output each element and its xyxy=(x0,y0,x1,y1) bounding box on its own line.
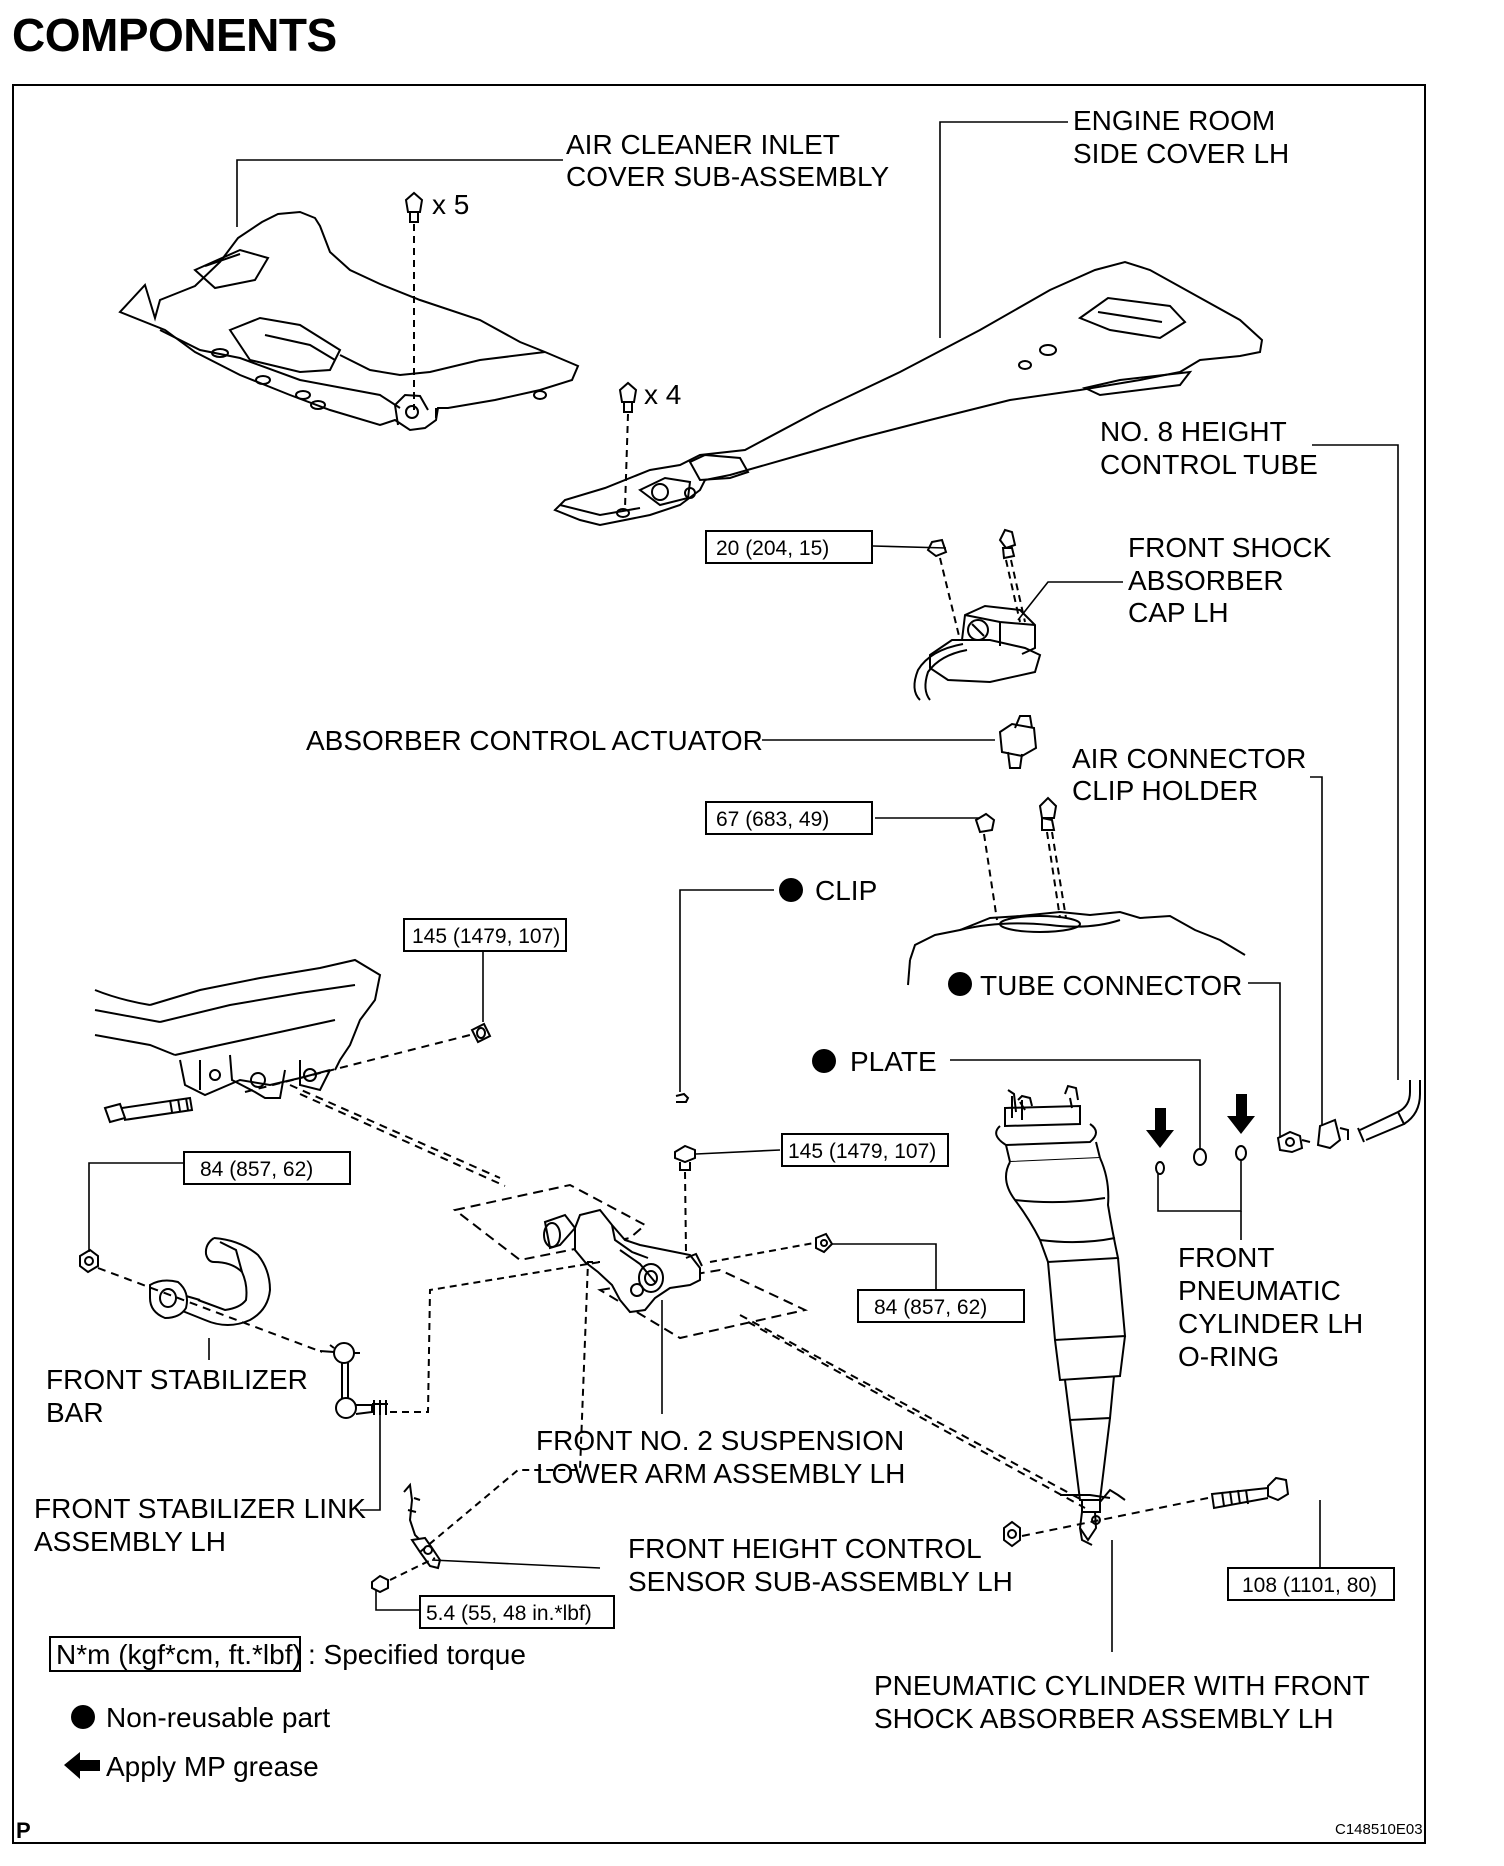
absorber-actuator-drawing xyxy=(998,715,1038,769)
label-height-tube-2: CONTROL TUBE xyxy=(1100,449,1318,480)
torque-stabilizer-nut: 84 (857, 62) xyxy=(200,1158,313,1181)
stabilizer-nut-icon xyxy=(79,1248,99,1274)
lower-arm-drawing xyxy=(452,1183,809,1340)
label-stabilizer-bar-1: FRONT STABILIZER xyxy=(46,1364,308,1395)
o-ring-2-icon xyxy=(1235,1145,1247,1161)
label-o-ring-2: PNEUMATIC xyxy=(1178,1275,1341,1306)
air-connector-clip-drawing xyxy=(1316,1118,1349,1150)
clip-x5-icon xyxy=(404,191,424,223)
crossmember-nut-icon xyxy=(470,1022,492,1044)
actuator-nut-icon xyxy=(974,796,1058,834)
o-ring-1-icon xyxy=(1155,1161,1165,1175)
pneumatic-cylinder-drawing xyxy=(995,1084,1127,1546)
plate-ring-icon xyxy=(1193,1148,1207,1166)
cap-nut-icon xyxy=(926,528,1017,560)
label-lower-arm-1: FRONT NO. 2 SUSPENSION xyxy=(536,1425,904,1456)
label-stabilizer-bar-2: BAR xyxy=(46,1397,104,1428)
height-sensor-drawing xyxy=(403,1482,442,1570)
torque-boxes xyxy=(49,530,1395,1672)
torque-lower-arm-nut: 145 (1479, 107) xyxy=(788,1140,936,1163)
label-tube-connector: TUBE CONNECTOR xyxy=(980,970,1242,1001)
label-stabilizer-link-1: FRONT STABILIZER LINK xyxy=(34,1493,366,1524)
legend-grease-arrow-icon xyxy=(64,1752,100,1779)
label-engine-cover-2: SIDE COVER LH xyxy=(1073,138,1289,169)
sensor-bolt-icon xyxy=(371,1574,389,1594)
label-shock-cap-2: ABSORBER xyxy=(1128,565,1284,596)
crossmember-bolt-icon xyxy=(103,1096,194,1124)
label-air-cleaner-2: COVER SUB-ASSEMBLY xyxy=(566,161,889,192)
label-shock-cap-3: CAP LH xyxy=(1128,597,1229,628)
stabilizer-link-drawing xyxy=(319,1342,388,1419)
crossmember-drawing xyxy=(94,958,382,1099)
footer-left-mark: P xyxy=(16,1818,31,1843)
clip-x4-icon xyxy=(618,381,638,413)
legend-torque-unit: N*m (kgf*cm, ft.*lbf) xyxy=(56,1639,302,1670)
label-stabilizer-link-2: ASSEMBLY LH xyxy=(34,1526,226,1557)
non-reusable-markers xyxy=(71,878,972,1729)
label-height-sensor-1: FRONT HEIGHT CONTROL xyxy=(628,1533,982,1564)
strut-tower-drawing xyxy=(907,910,1246,986)
grease-arrow-icon xyxy=(1146,1094,1255,1148)
legend: N*m (kgf*cm, ft.*lbf) : Specified torque… xyxy=(56,1639,526,1782)
label-actuator: ABSORBER CONTROL ACTUATOR xyxy=(306,725,763,756)
stabilizer-bar-drawing xyxy=(149,1237,272,1326)
engine-room-cover-drawing xyxy=(553,260,1264,527)
height-control-tube-drawing xyxy=(1357,1080,1421,1143)
label-engine-cover-1: ENGINE ROOM xyxy=(1073,105,1275,136)
label-o-ring-4: O-RING xyxy=(1178,1341,1279,1372)
legend-torque-desc: : Specified torque xyxy=(308,1639,526,1670)
torque-cylinder-bolt: 108 (1101, 80) xyxy=(1242,1574,1377,1597)
shock-absorber-cap-drawing xyxy=(913,604,1042,701)
label-pneumatic-cylinder-2: SHOCK ABSORBER ASSEMBLY LH xyxy=(874,1703,1334,1734)
label-o-ring-1: FRONT xyxy=(1178,1242,1274,1273)
torque-cap-nut: 20 (204, 15) xyxy=(716,537,829,560)
legend-non-reusable: Non-reusable part xyxy=(106,1702,330,1733)
label-clip: CLIP xyxy=(815,875,877,906)
tube-connector-drawing xyxy=(1276,1130,1311,1154)
page-title: COMPONENTS xyxy=(12,9,337,61)
label-plate: PLATE xyxy=(850,1046,937,1077)
legend-grease: Apply MP grease xyxy=(106,1751,319,1782)
lower-arm-nut-icon xyxy=(674,1144,696,1171)
qty-x5: x 5 xyxy=(432,189,469,220)
label-o-ring-3: CYLINDER LH xyxy=(1178,1308,1363,1339)
label-pneumatic-cylinder-1: PNEUMATIC CYLINDER WITH FRONT xyxy=(874,1670,1370,1701)
clip-part-icon xyxy=(675,1092,690,1103)
cylinder-bolt-icon xyxy=(1210,1476,1290,1510)
figure-code: C148510E03 xyxy=(1335,1821,1423,1838)
torque-arm-rear-nut: 84 (857, 62) xyxy=(874,1296,987,1319)
label-lower-arm-2: LOWER ARM ASSEMBLY LH xyxy=(536,1458,905,1489)
label-air-clip-2: CLIP HOLDER xyxy=(1072,775,1258,806)
diagram-frame xyxy=(12,84,1426,1844)
callout-labels: AIR CLEANER INLET COVER SUB-ASSEMBLY ENG… xyxy=(34,105,1370,1734)
torque-labels: 20 (204, 15) 67 (683, 49) 145 (1479, 107… xyxy=(200,537,1377,1625)
label-air-cleaner-1: AIR CLEANER INLET xyxy=(566,129,840,160)
label-air-clip-1: AIR CONNECTOR xyxy=(1072,743,1306,774)
torque-crossmember-nut: 145 (1479, 107) xyxy=(412,925,560,948)
air-cleaner-cover-drawing xyxy=(118,210,580,432)
torque-actuator-nut: 67 (683, 49) xyxy=(716,808,829,831)
qty-x4: x 4 xyxy=(644,379,681,410)
label-height-tube-1: NO. 8 HEIGHT xyxy=(1100,416,1287,447)
torque-sensor-bolt: 5.4 (55, 48 in.*lbf) xyxy=(426,1602,592,1625)
leader-lines xyxy=(88,121,1399,1652)
arm-rear-nut-icon xyxy=(815,1232,834,1254)
cylinder-nut-icon xyxy=(1003,1520,1021,1548)
label-shock-cap-1: FRONT SHOCK xyxy=(1128,532,1332,563)
label-height-sensor-2: SENSOR SUB-ASSEMBLY LH xyxy=(628,1566,1013,1597)
